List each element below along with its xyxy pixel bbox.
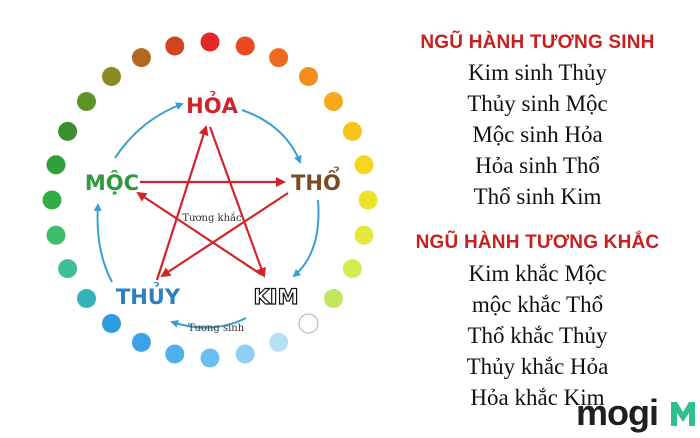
star-arrow-tho-thuy [160,192,289,278]
controlling-center-label: Tương khắc [182,212,242,224]
relation-item: Hỏa khắc Kim [470,385,605,410]
controlling-section-title: NGŨ HÀNH TƯƠNG KHẮC [415,232,660,253]
relation-item: Thổ sinh Kim [473,184,602,209]
controlling-relations-list: Kim khắc Mộc mộc khắc Thổ Thổ khắc Thủy … [405,258,670,413]
ring-dot [324,92,343,111]
ring-dot [46,155,66,175]
node-kim-label: KIM [254,285,299,309]
generating-cycle-arrows [93,102,320,329]
ring-dot [58,259,78,279]
brand-mark-icon [671,402,695,426]
generating-bottom-label: Tương sinh [188,323,245,334]
ring-dot [342,121,362,141]
ring-dot [200,32,220,52]
node-hoa-label: HỎA [186,91,238,118]
cycle-arrow-tho-kim [292,199,320,278]
five-elements-diagram: HỎA THỔ KIM THỦY MỘC Tương khắc Tương si… [42,32,378,368]
ring-dot [102,314,121,333]
ring-dot [298,313,319,334]
star-arrow-thuy-hoa [155,125,209,281]
node-moc-label: MỘC [85,169,139,195]
cycle-arrow-thuy-moc [93,203,113,283]
cycle-arrow-kim-thuy [170,317,247,329]
relation-item: Thổ khắc Thủy [467,323,608,348]
brand-logo-text: mogi [576,392,659,433]
ring-dot [354,155,374,175]
relation-item: Thủy khắc Hỏa [466,354,609,379]
relation-item: mộc khắc Thổ [471,292,604,317]
ring-dot [165,344,185,364]
ring-dot [342,259,362,279]
ring-dot [299,67,318,86]
ring-dot [46,225,66,245]
brand-logo: mogi [572,392,700,436]
ring-dot [235,344,255,364]
cycle-arrow-moc-hoa [114,102,184,159]
ring-dot [77,289,96,308]
cycle-arrow-hoa-tho [241,109,302,164]
relation-item: Mộc sinh Hỏa [472,122,603,147]
controlling-star-arrows [136,125,289,281]
star-arrow-hoa-kim [208,126,266,278]
ring-dot [269,332,289,352]
node-tho-label: THỔ [291,166,341,195]
ring-dot [358,190,378,210]
relation-item: Thủy sinh Mộc [467,91,608,116]
ring-dot [131,48,151,68]
ring-dot [269,48,289,68]
ring-dot [102,67,121,86]
ring-dot [58,121,78,141]
ring-dot [354,225,374,245]
ring-dot [324,289,343,308]
color-dot-ring [42,32,378,368]
ring-dot [42,190,62,210]
generating-relations-list: Kim sinh Thủy Thủy sinh Mộc Mộc sinh Hỏa… [405,57,670,212]
node-thuy-label: THỦY [116,282,181,309]
ring-dot [235,36,255,56]
ring-dot [165,36,185,56]
ring-dot [77,92,96,111]
relation-item: Hỏa sinh Thổ [475,153,600,178]
relation-item: Kim khắc Mộc [468,261,607,286]
ring-dot [200,348,220,368]
ring-dot [131,332,151,352]
relation-item: Kim sinh Thủy [468,60,607,85]
star-arrow-kim-moc [136,191,263,276]
generating-section-title: NGŨ HÀNH TƯƠNG SINH [420,32,655,53]
